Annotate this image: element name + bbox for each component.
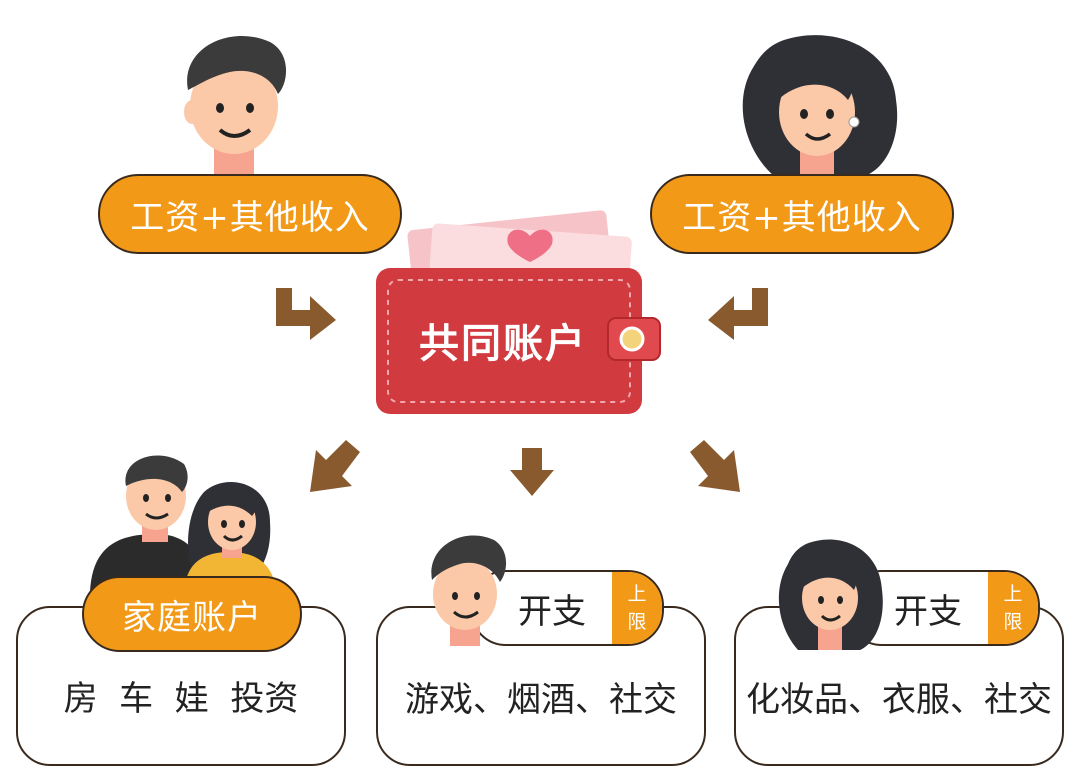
right-income-label: 工资+其他收入	[682, 197, 922, 238]
right-income-pill: 工资+其他收入	[650, 174, 954, 254]
couple-avatar	[90, 455, 276, 592]
man-avatar-bottom	[431, 535, 507, 646]
left-income-label: 工资+其他收入	[130, 197, 370, 238]
man-expenses-content: 游戏、烟酒、社交	[405, 679, 677, 720]
man-limit-badge: 上 限	[612, 572, 662, 644]
woman-expense-label: 开支	[894, 591, 962, 632]
woman-avatar-bottom	[778, 539, 883, 650]
arrow-down-left-icon	[310, 440, 360, 492]
woman-expenses-content: 化妆品、衣服、社交	[746, 679, 1052, 720]
arrow-right-down-icon	[276, 288, 336, 340]
family-account-content: 房 车 娃 投资	[63, 678, 299, 719]
arrow-down-icon	[510, 448, 554, 496]
family-account-pill: 家庭账户	[82, 576, 302, 652]
woman-avatar-top	[742, 35, 898, 177]
man-expense-label: 开支	[518, 591, 586, 632]
man-avatar-top	[184, 35, 287, 174]
arrow-left-down-icon	[708, 288, 768, 340]
left-income-pill: 工资+其他收入	[98, 174, 402, 254]
shared-account-label: 共同账户	[419, 321, 587, 367]
family-account-title: 家庭账户	[122, 597, 262, 638]
woman-limit-badge: 上 限	[988, 572, 1038, 644]
wallet-icon	[376, 210, 661, 414]
man-expense-tag: 开支 上 限	[470, 570, 664, 646]
arrow-down-right-icon	[690, 440, 740, 492]
